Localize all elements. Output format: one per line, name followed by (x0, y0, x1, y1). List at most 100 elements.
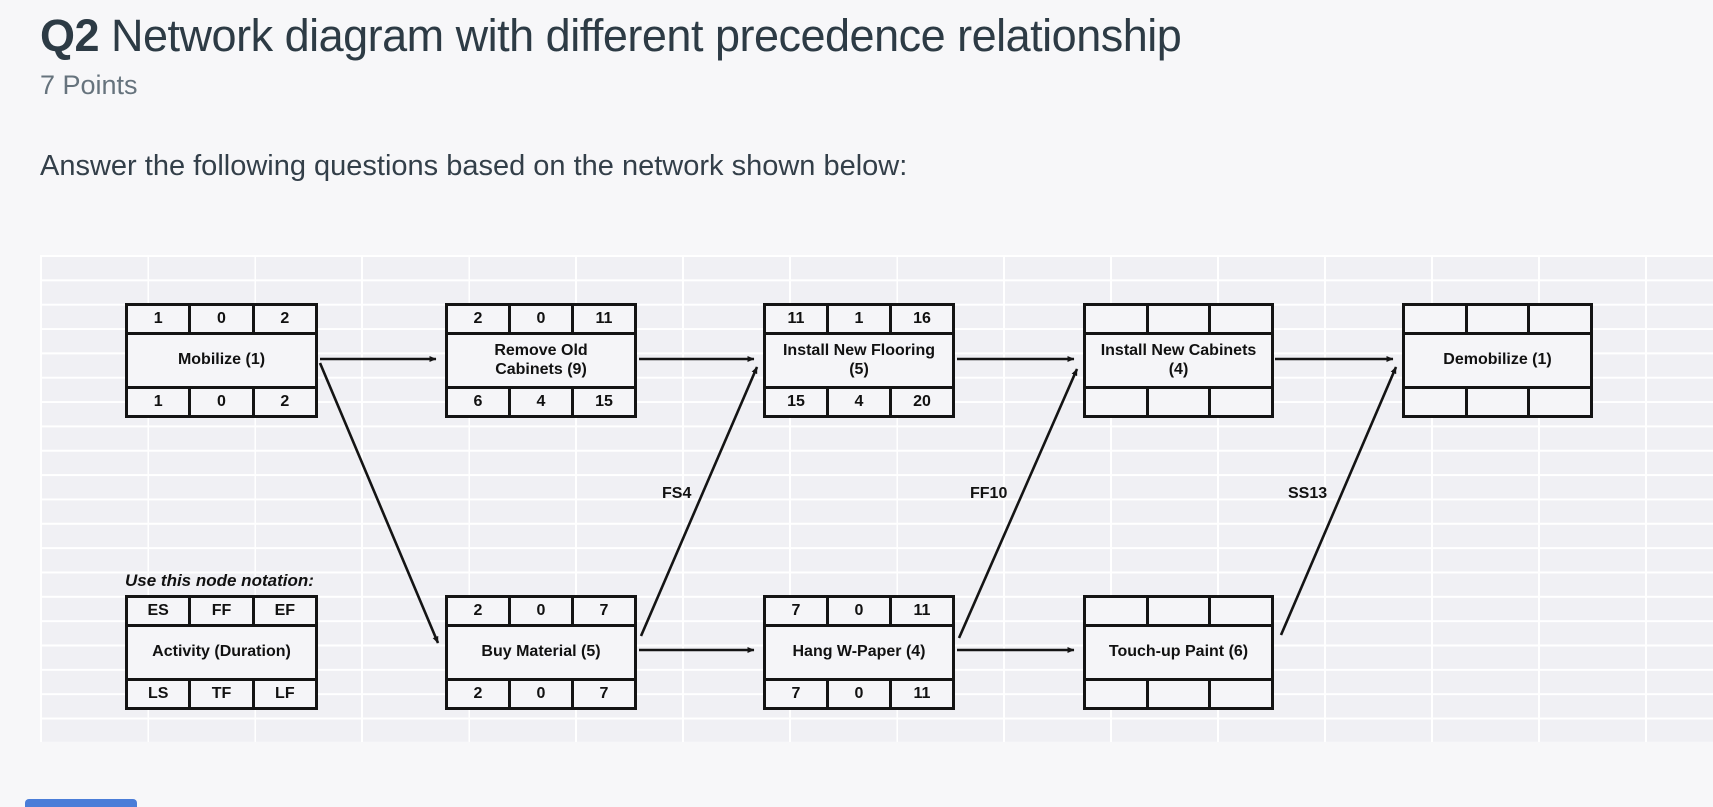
ff-value (1467, 306, 1528, 332)
activity-node-buy-material: 2 0 7 Buy Material (5) 2 0 7 (445, 595, 637, 710)
ef-value: 16 (892, 306, 952, 332)
tf-value (1467, 389, 1528, 415)
node-notation-caption: Use this node notation: (125, 571, 314, 590)
activity-node-install-new-flooring: 11 1 16 Install New Flooring (5) 15 4 20 (763, 303, 955, 418)
ef-value (1211, 306, 1272, 332)
node-top-row (1086, 598, 1272, 624)
node-bottom-row: LS TF LF (128, 681, 315, 707)
activity-label-line1: Mobilize (1) (177, 351, 266, 369)
ef-value (1530, 306, 1591, 332)
es-label: ES (128, 598, 189, 624)
node-bottom-row: 2 0 7 (448, 681, 634, 707)
activity-label-line1: Remove Old (494, 341, 588, 359)
edge-fs4-buy-material-to-install-new-flooring (639, 366, 759, 637)
question-points: 7 Points (40, 70, 138, 100)
ls-value: 15 (766, 389, 826, 415)
node-top-row: 7 0 11 (766, 598, 952, 624)
question-header: Q2 Network diagram with different preced… (40, 10, 1182, 101)
node-bottom-row: 1 0 2 (128, 389, 315, 415)
edge-mobilize-to-buy-material (318, 362, 440, 644)
ls-value: 2 (448, 681, 508, 707)
activity-label-line1: Install New Flooring (782, 341, 935, 359)
node-bottom-row: 15 4 20 (766, 389, 952, 415)
node-top-row: 2 0 11 (448, 306, 634, 332)
activity-label-line1: Install New Cabinets (1100, 341, 1257, 359)
activity-label: Buy Material (5) (448, 627, 634, 678)
activity-node-demobilize: Demobilize (1) (1402, 303, 1593, 418)
activity-node-remove-old-cabinets: 2 0 11 Remove Old Cabinets (9) 6 4 15 (445, 303, 637, 418)
ef-value: 11 (574, 306, 634, 332)
node-top-row: 2 0 7 (448, 598, 634, 624)
activity-node-mobilize: 1 0 2 Mobilize (1) 1 0 2 (125, 303, 318, 418)
activity-label-line1: Buy Material (5) (481, 643, 601, 661)
es-value: 7 (766, 598, 826, 624)
ef-value: 11 (892, 598, 952, 624)
node-bottom-row: 6 4 15 (448, 389, 634, 415)
ls-value (1086, 681, 1146, 707)
activity-label: Install New Flooring (5) (766, 335, 952, 386)
edge-ff10-hang-w-paper-to-install-new-cabinets (957, 368, 1079, 639)
node-bottom-row (1086, 389, 1272, 415)
activity-label-line2: (4) (1168, 360, 1189, 378)
ls-label: LS (128, 681, 189, 707)
tf-value: 0 (829, 681, 889, 707)
tf-value: 4 (511, 389, 571, 415)
activity-label: Install New Cabinets (4) (1086, 335, 1271, 386)
question-number: Q2 (40, 10, 100, 61)
es-value (1086, 306, 1146, 332)
lf-value: 15 (574, 389, 634, 415)
lf-label: LF (254, 681, 315, 707)
activity-label-line1: Activity (Duration) (152, 643, 291, 661)
precedence-arrows (318, 356, 1398, 653)
node-notation-legend: ES FF EF Activity (Duration) LS TF LF (125, 595, 318, 710)
ef-value: 7 (574, 598, 634, 624)
ff-value (1148, 598, 1209, 624)
network-diagram: FS4 FF10 SS13 1 0 2 Mobilize (1) 1 0 2 2 (0, 255, 1713, 755)
node-top-row (1086, 306, 1272, 332)
node-top-row: 11 1 16 (766, 306, 952, 332)
ff-value: 0 (511, 598, 571, 624)
ls-value: 7 (766, 681, 826, 707)
es-value: 11 (766, 306, 826, 332)
tf-value: 0 (191, 389, 252, 415)
activity-node-hang-w-paper: 7 0 11 Hang W-Paper (4) 7 0 11 (763, 595, 955, 710)
ff-label: FF (191, 598, 252, 624)
tf-value: 0 (511, 681, 571, 707)
ls-value: 6 (448, 389, 508, 415)
ff-value: 1 (829, 306, 889, 332)
edge-label-ss13: SS13 (1288, 485, 1328, 502)
es-value (1405, 306, 1465, 332)
tf-value (1148, 681, 1209, 707)
node-top-row: 1 0 2 (128, 306, 315, 332)
lf-value: 2 (254, 389, 315, 415)
ef-value: 2 (254, 306, 315, 332)
ef-value (1211, 598, 1272, 624)
edge-label-ff10: FF10 (970, 485, 1008, 502)
ff-value: 0 (829, 598, 889, 624)
tf-value: 4 (829, 389, 889, 415)
tf-label: TF (191, 681, 252, 707)
es-value (1086, 598, 1146, 624)
node-bottom-row: 7 0 11 (766, 681, 952, 707)
activity-node-touch-up-paint: Touch-up Paint (6) (1083, 595, 1274, 710)
activity-label: Remove Old Cabinets (9) (448, 335, 634, 386)
ls-value: 1 (128, 389, 189, 415)
question-prompt: Answer the following questions based on … (40, 150, 908, 182)
partial-blue-button-edge[interactable] (25, 799, 137, 807)
question-title-text: Network diagram with different precedenc… (99, 10, 1182, 61)
es-value: 2 (448, 306, 508, 332)
activity-label: Mobilize (1) (128, 335, 315, 386)
ff-value (1148, 306, 1209, 332)
ls-value (1405, 389, 1465, 415)
activity-label-line2: (5) (849, 360, 869, 378)
activity-node-install-new-cabinets: Install New Cabinets (4) (1083, 303, 1274, 418)
ef-label: EF (254, 598, 315, 624)
activity-label-line1: Touch-up Paint (6) (1108, 643, 1249, 661)
edge-label-fs4: FS4 (662, 485, 692, 502)
node-top-row: ES FF EF (128, 598, 315, 624)
tf-value (1148, 389, 1209, 415)
node-top-row (1405, 306, 1591, 332)
node-bottom-row (1405, 389, 1591, 415)
es-value: 1 (128, 306, 189, 332)
